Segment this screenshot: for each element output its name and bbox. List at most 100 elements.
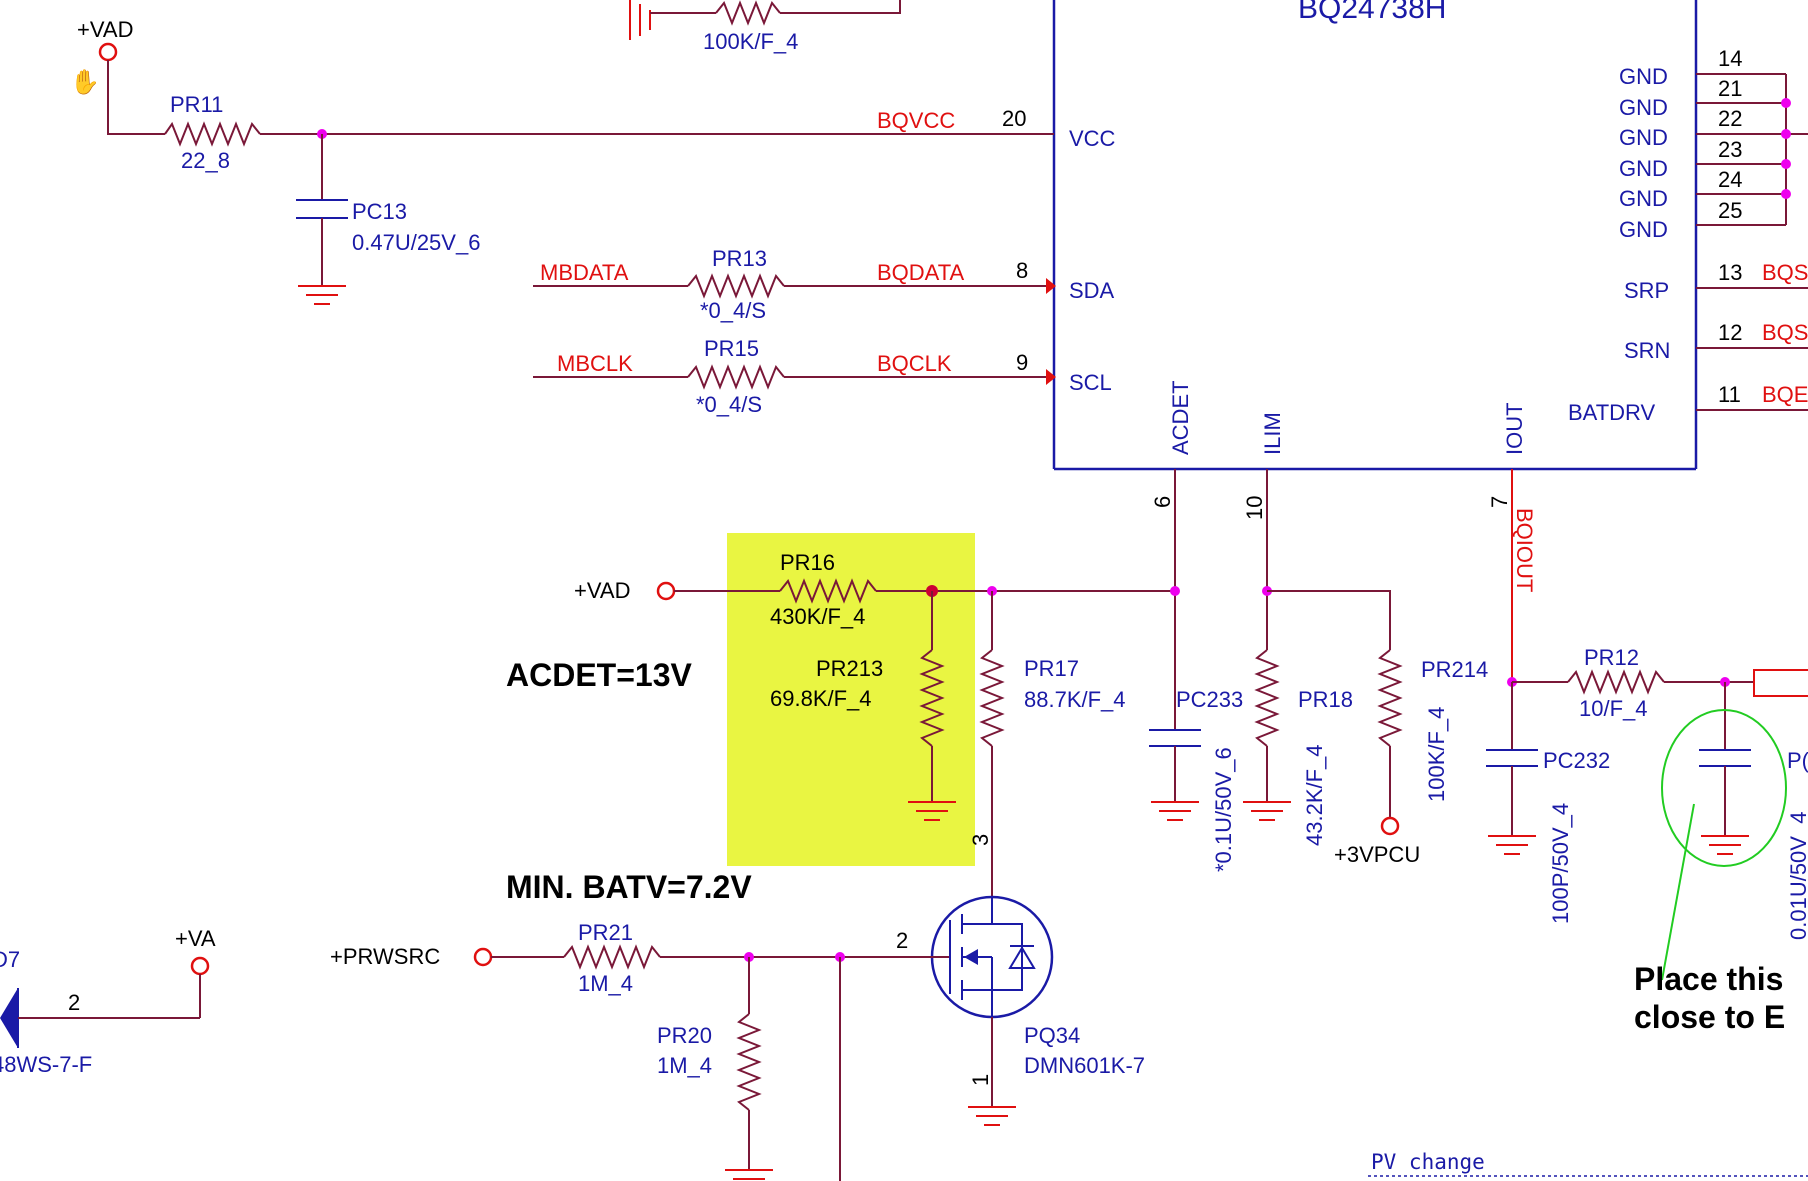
pr-ilim2-value: 100K/F_4 bbox=[1424, 707, 1449, 802]
net-va: +VA bbox=[175, 926, 216, 951]
pr11-ref: PR11 bbox=[170, 92, 223, 117]
pin-label-acdet: ACDET bbox=[1168, 380, 1193, 455]
net-bqclk: BQCLK bbox=[877, 351, 952, 376]
note-place-2: close to E bbox=[1634, 999, 1785, 1035]
d7-pin: 2 bbox=[68, 990, 80, 1015]
top-resistor: 100K/F_4 bbox=[629, 0, 901, 54]
pc13-value: 0.47U/25V_6 bbox=[352, 230, 480, 255]
pc-right-ref: P( bbox=[1787, 748, 1808, 773]
pin-num-8: 8 bbox=[1016, 258, 1028, 283]
net-bqiout: BQIOUT bbox=[1512, 508, 1537, 592]
pin-label-srp: SRP bbox=[1624, 278, 1669, 303]
pin-label-gnd-5: GND bbox=[1619, 186, 1668, 211]
net-prwsrc: +PRWSRC bbox=[330, 944, 440, 969]
pin-num-11: 11 bbox=[1718, 382, 1741, 407]
net-mbclk: MBCLK bbox=[557, 351, 633, 376]
pin-num-25: 25 bbox=[1718, 198, 1742, 223]
d7-value: 48WS-7-F bbox=[0, 1052, 92, 1077]
net-3vpcu: +3VPCU bbox=[1334, 842, 1420, 867]
pr11-value: 22_8 bbox=[181, 148, 230, 173]
pq34-pin-source: 1 bbox=[968, 1074, 993, 1086]
pin-num-22: 22 bbox=[1718, 106, 1742, 131]
net-bqs-1: BQS bbox=[1762, 260, 1808, 285]
hand-cursor-icon: ✋ bbox=[70, 68, 100, 96]
diode-section: D7 2 48WS-7-F +VA bbox=[0, 926, 216, 1077]
pr15-value: *0_4/S bbox=[696, 392, 762, 417]
pin-num-20: 20 bbox=[1002, 106, 1026, 131]
pin-num-9: 9 bbox=[1016, 350, 1028, 375]
top-resistor-value: 100K/F_4 bbox=[703, 29, 798, 54]
pr15-ref: PR15 bbox=[704, 336, 759, 361]
pin-label-gnd-3: GND bbox=[1619, 125, 1668, 150]
pr12-value: 10/F_4 bbox=[1579, 696, 1648, 721]
pin-num-13: 13 bbox=[1718, 260, 1742, 285]
pin-label-sda: SDA bbox=[1069, 278, 1115, 303]
sda-scl-section: MBDATA PR13 *0_4/S BQDATA 8 MBCLK PR15 *… bbox=[533, 246, 1056, 417]
pr16-ref: PR16 bbox=[780, 550, 835, 575]
pq34-value: DMN601K-7 bbox=[1024, 1053, 1145, 1078]
pin-num-6: 6 bbox=[1150, 496, 1175, 508]
pr13-value: *0_4/S bbox=[700, 298, 766, 323]
net-vad-top: +VAD bbox=[77, 17, 133, 42]
pc233-value: *0.1U/50V_6 bbox=[1211, 747, 1236, 872]
net-mbdata: MBDATA bbox=[540, 260, 629, 285]
ic-bq24738h: BQ24738H VCC SDA SCL ACDET ILIM IOUT GND… bbox=[1052, 0, 1808, 471]
note-acdet: ACDET=13V bbox=[506, 657, 693, 693]
d7-ref: D7 bbox=[0, 947, 20, 972]
pr214-ref: PR214 bbox=[1421, 657, 1488, 682]
pin-num-12: 12 bbox=[1718, 320, 1742, 345]
pr21-value: 1M_4 bbox=[578, 971, 633, 996]
pc-right-value: 0.01U/50V_4 bbox=[1786, 812, 1808, 940]
pq34-pin-gate: 2 bbox=[896, 928, 908, 953]
note-place-1: Place this bbox=[1634, 961, 1783, 997]
pr20-ref: PR20 bbox=[657, 1023, 712, 1048]
net-bqs-2: BQS bbox=[1762, 320, 1808, 345]
pin-num-7: 7 bbox=[1487, 496, 1512, 508]
pin-label-gnd-6: GND bbox=[1619, 217, 1668, 242]
pin-num-24: 24 bbox=[1718, 167, 1742, 192]
minbatv-section: MIN. BATV=7.2V +PRWSRC PR21 1M_4 PR20 1M… bbox=[330, 869, 1145, 1181]
pin-label-gnd-2: GND bbox=[1619, 95, 1668, 120]
pin-label-batdrv: BATDRV bbox=[1568, 400, 1656, 425]
pr20-value: 1M_4 bbox=[657, 1053, 712, 1078]
pr12-ref: PR12 bbox=[1584, 645, 1639, 670]
pin-label-gnd-1: GND bbox=[1619, 64, 1668, 89]
ic-name: BQ24738H bbox=[1298, 0, 1446, 25]
net-vad-mid: +VAD bbox=[574, 578, 630, 603]
pin-label-scl: SCL bbox=[1069, 370, 1112, 395]
pc232-ref: PC232 bbox=[1543, 748, 1610, 773]
pq34-ref: PQ34 bbox=[1024, 1023, 1080, 1048]
pr21-ref: PR21 bbox=[578, 920, 633, 945]
net-bqe: BQE bbox=[1762, 382, 1808, 407]
pin-label-vcc: VCC bbox=[1069, 126, 1116, 151]
pr17-value: 88.7K/F_4 bbox=[1024, 687, 1126, 712]
pin-label-gnd-4: GND bbox=[1619, 156, 1668, 181]
note-pv-change: PV change bbox=[1371, 1150, 1485, 1174]
pc233-ref: PC233 bbox=[1176, 687, 1243, 712]
acdet-section: +VAD PR16 430K/F_4 PR213 69.8K/F_4 PR17 … bbox=[506, 469, 1243, 902]
pr17-ref: PR17 bbox=[1024, 656, 1079, 681]
pin-label-ilim: ILIM bbox=[1260, 412, 1285, 455]
pr13-ref: PR13 bbox=[712, 246, 767, 271]
pin-num-21: 21 bbox=[1718, 76, 1742, 101]
pin-num-23: 23 bbox=[1718, 137, 1742, 162]
ilim-section: 10 PR18 43.2K/F_4 +3VPCU 100K/F_4 bbox=[1242, 469, 1449, 867]
pin-num-10: 10 bbox=[1242, 496, 1267, 520]
pin-label-iout: IOUT bbox=[1502, 402, 1527, 455]
pr16-value: 430K/F_4 bbox=[770, 604, 865, 629]
pr18-value: 43.2K/F_4 bbox=[1302, 744, 1327, 846]
pr18-ref: PR18 bbox=[1298, 687, 1353, 712]
pc13-ref: PC13 bbox=[352, 199, 407, 224]
net-bqdata: BQDATA bbox=[877, 260, 965, 285]
iout-section: 7 BQIOUT PR214 PR12 10/F_4 PC232 100P/50… bbox=[1421, 469, 1808, 1035]
net-bqvcc: BQVCC bbox=[877, 108, 955, 133]
pr213-value: 69.8K/F_4 bbox=[770, 686, 872, 711]
pin-label-srn: SRN bbox=[1624, 338, 1670, 363]
vcc-section: +VAD ✋ PR11 22_8 PC13 0.47U/25V_6 BQVCC … bbox=[70, 17, 1054, 305]
note-minbatv: MIN. BATV=7.2V bbox=[506, 869, 752, 905]
pr213-ref: PR213 bbox=[816, 656, 883, 681]
pin-num-14: 14 bbox=[1718, 46, 1742, 71]
pc232-value: 100P/50V_4 bbox=[1548, 803, 1573, 924]
pq34-pin-drain: 3 bbox=[968, 834, 993, 846]
